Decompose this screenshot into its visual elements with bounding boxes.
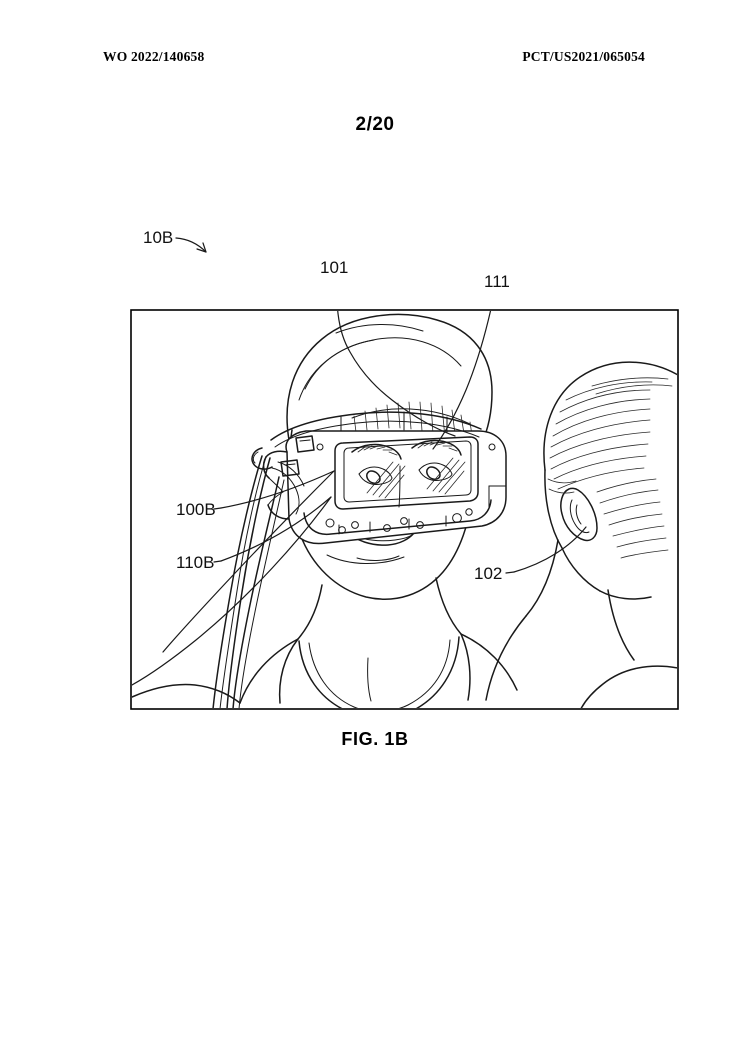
- second-person: [485, 361, 677, 708]
- leader-10B: [175, 237, 207, 253]
- leader-stub-110B: [213, 560, 222, 563]
- leader-111: [432, 311, 492, 450]
- head-mounted-device: [251, 411, 507, 545]
- leader-101: [337, 311, 456, 437]
- arrowhead-10B: [196, 242, 207, 253]
- leader-110B: [220, 496, 332, 562]
- publication-number: WO 2022/140658: [103, 49, 205, 64]
- leader-stub-102: [505, 571, 515, 574]
- left-shoulder: [132, 683, 241, 704]
- application-number: PCT/US2021/065054: [522, 49, 645, 64]
- surgical-cap: [286, 313, 493, 459]
- leader-102: [513, 526, 587, 573]
- leader-stub-100B: [213, 507, 222, 510]
- ref-label-111: 111: [484, 272, 510, 291]
- ref-label-101: 101: [320, 258, 348, 277]
- ref-label-110B: 110B: [176, 553, 214, 572]
- ref-label-10B: 10B: [143, 228, 173, 247]
- leader-110B-extension: [132, 496, 332, 686]
- cable-tether: [212, 455, 305, 708]
- figure-contents: [132, 311, 677, 708]
- ref-label-102: 102: [474, 564, 502, 583]
- figure-caption: FIG. 1B: [341, 729, 409, 749]
- eyes-through-display: [351, 439, 462, 508]
- sheet-number: 2/20: [355, 114, 395, 135]
- leader-100B: [220, 470, 335, 509]
- leader-100B-extension: [162, 470, 335, 653]
- ref-label-100B: 100B: [176, 500, 216, 519]
